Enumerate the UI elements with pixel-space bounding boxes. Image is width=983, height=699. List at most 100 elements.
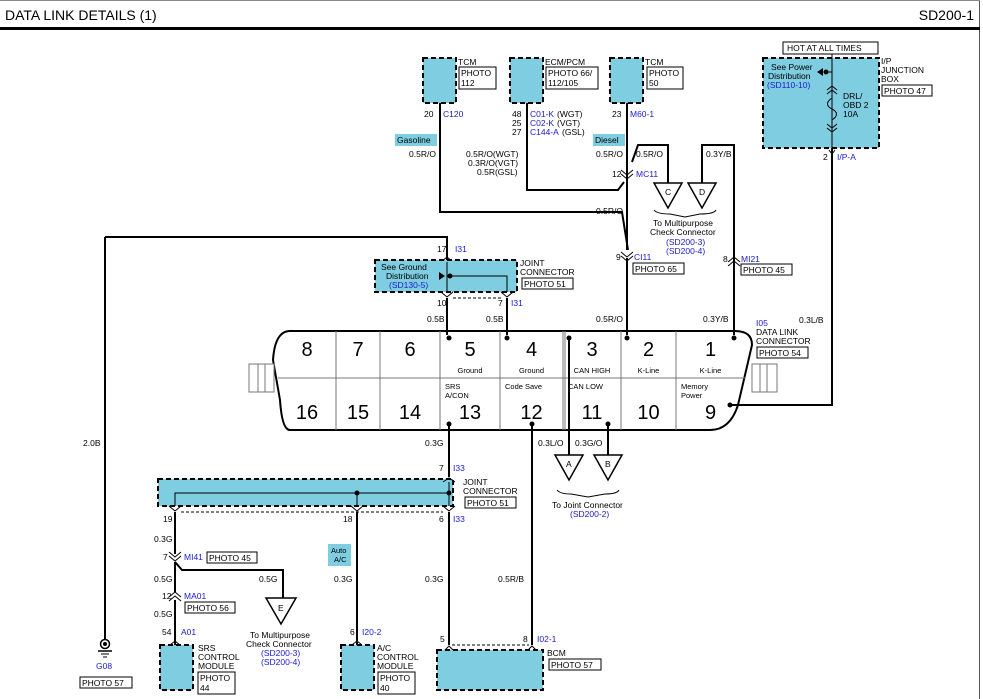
dlc-connector-id[interactable]: I05: [756, 318, 768, 328]
bcm-photo[interactable]: PHOTO 57: [551, 660, 593, 670]
power-distribution-link[interactable]: (SD110-10): [767, 80, 810, 90]
ecm-photo-num[interactable]: 112/105: [548, 78, 578, 88]
ecm-connector[interactable]: C02-K: [530, 118, 554, 128]
i33-photo[interactable]: PHOTO 51: [467, 498, 509, 508]
tcm-gas-pin: 20: [424, 109, 434, 119]
tcm-dsl-connector[interactable]: M60-1: [630, 109, 654, 119]
tcm-dsl-photo[interactable]: PHOTO: [649, 68, 679, 78]
i33-connector[interactable]: I33: [453, 514, 465, 524]
srs-name: CONTROL: [198, 652, 240, 662]
offpage-c-label[interactable]: C: [665, 187, 671, 197]
ma01-connector[interactable]: MA01: [184, 591, 206, 601]
offpage-link[interactable]: (SD200-2): [570, 509, 609, 519]
dlc-pin-9: 9: [705, 402, 716, 424]
i31-photo[interactable]: PHOTO 51: [524, 279, 566, 289]
auto-ac-tag: A/C: [334, 555, 347, 564]
i31-connector[interactable]: I31: [511, 298, 523, 308]
ecm-connector[interactable]: C144-A: [530, 127, 559, 137]
tcm-gas-label: TCM: [458, 57, 476, 67]
offpage-text: To Multipurpose: [250, 630, 310, 640]
i33-pin: 19: [163, 514, 173, 524]
ac-photo[interactable]: PHOTO: [380, 673, 410, 683]
fuse-label: OBD 2: [843, 100, 869, 110]
i33-pin: 6: [439, 514, 444, 524]
ac-name: MODULE: [377, 661, 414, 671]
mi41-photo[interactable]: PHOTO 45: [209, 553, 251, 563]
i31-pin: 7: [498, 298, 503, 308]
ac-pin: 6: [350, 627, 355, 637]
fuse-rating: 10A: [843, 109, 858, 119]
i33-pin: 18: [343, 514, 353, 524]
ac-connector[interactable]: I20-2: [362, 627, 382, 637]
ground-photo[interactable]: PHOTO 57: [82, 678, 124, 688]
see-power-text: Distribution: [768, 71, 811, 81]
wire-label: 0.3L/O: [538, 438, 564, 448]
srs-photo-num[interactable]: 44: [200, 683, 210, 693]
ipjb-connector[interactable]: I/P-A: [837, 152, 856, 162]
offpage-link[interactable]: (SD200-4): [261, 657, 300, 667]
ecm-variant: (VGT): [557, 118, 580, 128]
ecm-photo[interactable]: PHOTO 66/: [548, 68, 593, 78]
tcm-gasoline-module: TCM PHOTO 112 20 C120: [422, 57, 497, 119]
i33-name: CONNECTOR: [463, 486, 518, 496]
dlc-pin-8: 8: [301, 339, 312, 361]
srs-pin: 54: [162, 627, 172, 637]
ecm-connector[interactable]: C01-K: [530, 109, 554, 119]
wire-label: 0.5B: [486, 314, 504, 324]
offpage-e-label[interactable]: E: [278, 603, 284, 613]
ac-photo-num[interactable]: 40: [380, 683, 390, 693]
inline-mc11: 12 MC11: [612, 169, 658, 180]
offpage-link[interactable]: (SD200-3): [261, 648, 300, 658]
tcm-gas-connector[interactable]: C120: [443, 109, 464, 119]
offpage-link[interactable]: (SD200-3): [666, 237, 705, 247]
tcm-gas-photo[interactable]: PHOTO: [461, 68, 491, 78]
i31-connector[interactable]: I31: [455, 244, 467, 254]
tcm-dsl-photo-num[interactable]: 50: [649, 78, 659, 88]
tcm-gas-photo-num[interactable]: 112: [461, 78, 475, 88]
mc11-pin: 12: [612, 169, 622, 179]
dlc-pin-13: 13: [459, 402, 481, 424]
offpage-text: To Multipurpose: [653, 218, 713, 228]
ecm-pin: 48: [512, 109, 522, 119]
dlc-pin-11: 11: [582, 402, 603, 424]
ci11-photo[interactable]: PHOTO 65: [635, 264, 677, 274]
wire-label: 0.5G: [154, 609, 172, 619]
wire-label: 0.5B: [427, 314, 445, 324]
i33-pin: 7: [439, 463, 444, 473]
mi21-connector[interactable]: MI21: [741, 254, 760, 264]
srs-photo[interactable]: PHOTO: [200, 673, 230, 683]
offpage-link[interactable]: (SD200-4): [666, 246, 705, 256]
ac-name: A/C: [377, 643, 391, 653]
ground-distribution-link[interactable]: (SD130-5): [389, 280, 428, 290]
ci11-connector[interactable]: CI11: [634, 252, 652, 262]
ma01-pin: 12: [162, 591, 172, 601]
inline-ci11: 9 CI11 PHOTO 65: [616, 251, 685, 275]
wire-label: 2.0B: [83, 438, 101, 448]
ma01-photo[interactable]: PHOTO 56: [187, 603, 229, 613]
srs-connector[interactable]: A01: [181, 627, 196, 637]
wire-label: 0.5G: [154, 574, 172, 584]
page-title: DATA LINK DETAILS (1): [5, 7, 157, 23]
tcm-dsl-label: TCM: [645, 57, 663, 67]
bcm-connector[interactable]: I02-1: [537, 634, 557, 644]
ground-label[interactable]: G08: [96, 661, 112, 671]
wire-label: 0.5R/O: [596, 206, 623, 216]
wire-label: 0.5R/O(WGT): [466, 149, 519, 159]
header: DATA LINK DETAILS (1) SD200-1: [0, 0, 980, 30]
joint-connector-i31: 17 I31 See Ground Distribution (SD130-5)…: [374, 244, 575, 308]
mi21-photo[interactable]: PHOTO 45: [743, 265, 785, 275]
i33-connector[interactable]: I33: [453, 463, 465, 473]
mi41-connector[interactable]: MI41: [184, 552, 203, 562]
dlc-pin-10: 10: [637, 402, 659, 424]
offpage-b-label[interactable]: B: [605, 459, 611, 469]
arrow-icon: [817, 68, 823, 76]
dlc-name: CONNECTOR: [756, 336, 811, 346]
wire-label: 0.5G: [259, 574, 277, 584]
mc11-connector[interactable]: MC11: [636, 169, 658, 179]
dlc-photo[interactable]: PHOTO 54: [759, 348, 801, 358]
wire-label: 0.5R/O: [409, 149, 436, 159]
offpage-a-label[interactable]: A: [566, 459, 572, 469]
ipjb-photo[interactable]: PHOTO 47: [884, 86, 926, 96]
offpage-d-label[interactable]: D: [699, 187, 705, 197]
